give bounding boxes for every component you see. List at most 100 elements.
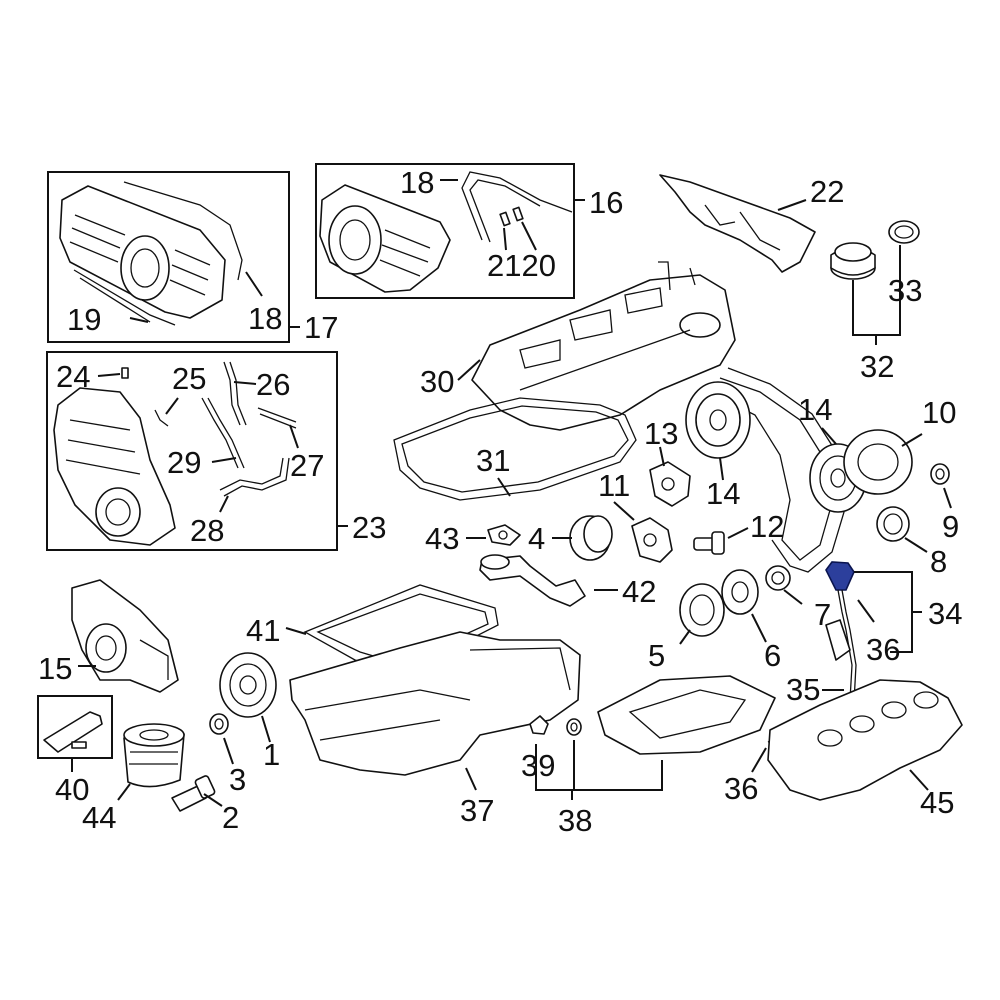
oil-pan-37 xyxy=(289,631,581,776)
label-33: 33 xyxy=(888,273,922,308)
leader-12 xyxy=(727,527,749,539)
crank-pulley-1 xyxy=(219,652,277,718)
label-44: 44 xyxy=(82,800,116,835)
leader-6 xyxy=(751,613,767,643)
leader-38-39 xyxy=(535,740,663,791)
label-41: 41 xyxy=(246,613,280,648)
oil-pump-rotor-6 xyxy=(721,569,759,615)
sealant-tube-40 xyxy=(43,711,103,753)
label-37: 37 xyxy=(460,793,494,828)
leader-1 xyxy=(261,715,271,743)
dipstick-tube-35 xyxy=(825,619,851,661)
gasket-41 xyxy=(303,584,499,676)
label-8: 8 xyxy=(930,544,947,579)
leader-24 xyxy=(97,373,121,377)
leader-28 xyxy=(219,495,229,513)
leader-13 xyxy=(659,446,665,467)
gasket-33 xyxy=(888,220,920,244)
label-3: 3 xyxy=(229,762,246,797)
label-4: 4 xyxy=(528,521,545,556)
label-30: 30 xyxy=(420,364,454,399)
valve-cover-30 xyxy=(471,261,736,431)
tensioner-13 xyxy=(649,461,691,507)
leader-22 xyxy=(777,199,807,211)
seal-24 xyxy=(121,367,129,379)
gasket-19 xyxy=(73,269,176,326)
label-34: 34 xyxy=(928,596,962,631)
label-16: 16 xyxy=(589,185,623,220)
leader-2 xyxy=(203,793,223,807)
label-19: 19 xyxy=(67,302,101,337)
label-45: 45 xyxy=(920,785,954,820)
leader-41 xyxy=(285,627,307,635)
leader-8 xyxy=(904,537,928,553)
label-18b: 18 xyxy=(248,301,282,336)
leader-14b xyxy=(821,427,837,445)
label-18a: 18 xyxy=(400,165,434,200)
label-39: 39 xyxy=(521,748,555,783)
label-2120: 2120 xyxy=(487,248,556,283)
label-40: 40 xyxy=(55,772,89,807)
label-43: 43 xyxy=(425,521,459,556)
gasket-26 xyxy=(223,361,247,426)
leader-45 xyxy=(909,769,929,791)
seal-20 xyxy=(512,206,524,222)
gasket-38 xyxy=(566,718,582,736)
label-24: 24 xyxy=(56,359,90,394)
label-14a: 14 xyxy=(706,476,740,511)
label-7: 7 xyxy=(814,597,831,632)
seal-25 xyxy=(154,409,169,427)
idler-pulley-4 xyxy=(569,515,613,561)
label-23: 23 xyxy=(352,510,386,545)
leader-37 xyxy=(465,767,477,791)
label-15: 15 xyxy=(38,651,72,686)
label-31: 31 xyxy=(476,443,510,478)
leader-31 xyxy=(497,477,511,497)
gasket-29 xyxy=(201,397,245,469)
label-6: 6 xyxy=(764,638,781,673)
leader-9 xyxy=(943,487,952,509)
label-32: 32 xyxy=(860,349,894,384)
label-35: 35 xyxy=(786,672,820,707)
washer-3 xyxy=(209,713,229,735)
label-28: 28 xyxy=(190,513,224,548)
label-2: 2 xyxy=(222,800,239,835)
leader-11 xyxy=(613,501,635,521)
oil-pump-housing-15 xyxy=(71,579,179,693)
oil-pickup-42 xyxy=(479,554,586,607)
leader-10 xyxy=(901,433,923,447)
oil-pump-gear-5 xyxy=(679,583,725,637)
gasket-28 xyxy=(219,457,290,497)
seal-7 xyxy=(765,565,791,591)
leader-44 xyxy=(117,783,131,801)
timing-cover-group-box-23 xyxy=(46,351,338,551)
label-29: 29 xyxy=(167,445,201,480)
timing-cover-group-box-16 xyxy=(315,163,575,299)
oil-pan-lower-38 xyxy=(597,675,776,755)
label-11: 11 xyxy=(598,468,630,503)
bolt-2 xyxy=(171,775,216,812)
label-22: 22 xyxy=(810,174,844,209)
leader-36b xyxy=(751,747,767,773)
bushing-9 xyxy=(930,463,950,485)
label-42: 42 xyxy=(622,574,656,609)
sealant-box-40 xyxy=(37,695,113,759)
label-27: 27 xyxy=(290,448,324,483)
leader-25 xyxy=(165,397,179,415)
seal-8 xyxy=(876,506,910,542)
leader-26 xyxy=(233,381,257,385)
gasket-43 xyxy=(487,524,521,546)
leader-30 xyxy=(457,359,481,381)
leader-19 xyxy=(129,317,149,323)
oil-filter-44 xyxy=(123,723,185,788)
label-36b: 36 xyxy=(724,771,758,806)
leader-18b xyxy=(245,271,263,297)
gasket-18-upper xyxy=(123,181,243,281)
dipstick-handle-36-highlight[interactable] xyxy=(825,561,855,591)
label-14b: 14 xyxy=(798,392,832,427)
bracket-22 xyxy=(659,174,816,273)
leader-34-36 xyxy=(854,571,922,653)
bolt-12 xyxy=(693,531,725,555)
lower-timing-cover-23 xyxy=(53,387,176,546)
